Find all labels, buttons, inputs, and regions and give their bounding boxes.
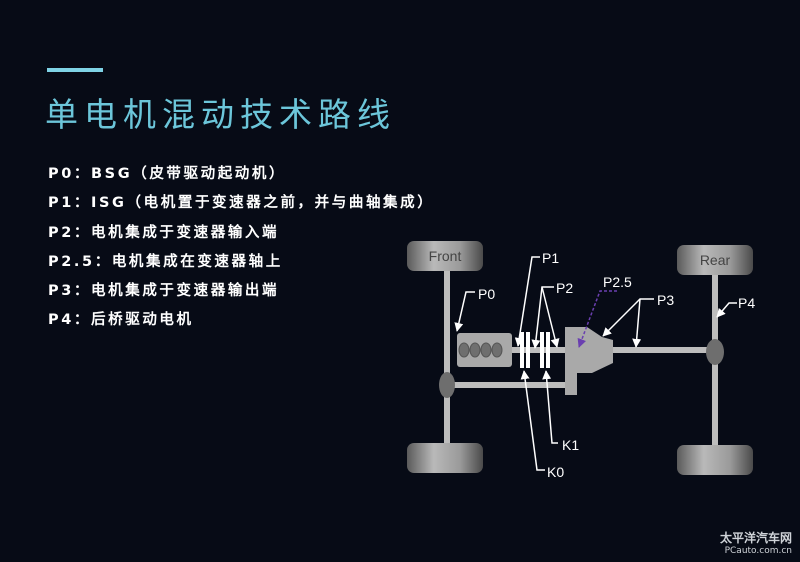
front-left-wheel xyxy=(407,241,483,271)
watermark: 太平洋汽车网 PCauto.com.cn xyxy=(720,529,792,556)
label-p2: P2 xyxy=(556,280,573,296)
label-p4: P4 xyxy=(738,295,755,311)
label-p0: P0 xyxy=(478,286,495,302)
label-k1: K1 xyxy=(562,437,579,453)
list-item-p2: P2：电机集成于变速器输入端 xyxy=(48,224,280,241)
label-k0: K0 xyxy=(547,464,564,480)
front-right-wheel xyxy=(407,443,483,473)
engine-cylinders xyxy=(458,342,503,358)
rear-right-wheel xyxy=(677,445,753,475)
list-item-p25: P2.5：电机集成在变速器轴上 xyxy=(48,253,283,270)
label-p1: P1 xyxy=(542,250,559,266)
front-drive-shaft xyxy=(452,382,566,388)
front-axle xyxy=(444,268,450,446)
callout-arrows xyxy=(454,256,737,471)
front-differential xyxy=(439,372,455,398)
propeller-shaft xyxy=(612,347,708,353)
watermark-domain: PCauto.com.cn xyxy=(724,546,792,556)
position-list: P0：BSG（皮带驱动起动机） P1：ISG（电机置于变速器之前，并与曲轴集成）… xyxy=(48,163,434,339)
list-item-p3: P3：电机集成于变速器输出端 xyxy=(48,283,280,300)
label-p3: P3 xyxy=(657,292,674,308)
page-title: 单电机混动技术路线 xyxy=(45,95,396,134)
clutch-k1 xyxy=(540,332,550,368)
label-p25: P2.5 xyxy=(603,274,632,290)
input-shaft xyxy=(510,347,568,353)
rear-left-wheel xyxy=(677,245,753,275)
transfer-box xyxy=(565,373,577,395)
watermark-name: 太平洋汽车网 xyxy=(719,531,792,545)
rear-label: Rear xyxy=(700,252,731,268)
front-label: Front xyxy=(429,248,462,264)
rear-differential xyxy=(706,339,724,365)
list-item-p1: P1：ISG（电机置于变速器之前，并与曲轴集成） xyxy=(48,195,435,212)
transmission xyxy=(565,327,613,373)
list-item-p4: P4：后桥驱动电机 xyxy=(48,312,194,329)
p25-arrow xyxy=(577,290,617,348)
clutch-k0 xyxy=(520,332,530,368)
title-accent-bar xyxy=(47,68,103,72)
list-item-p0: P0：BSG（皮带驱动起动机） xyxy=(48,166,287,182)
